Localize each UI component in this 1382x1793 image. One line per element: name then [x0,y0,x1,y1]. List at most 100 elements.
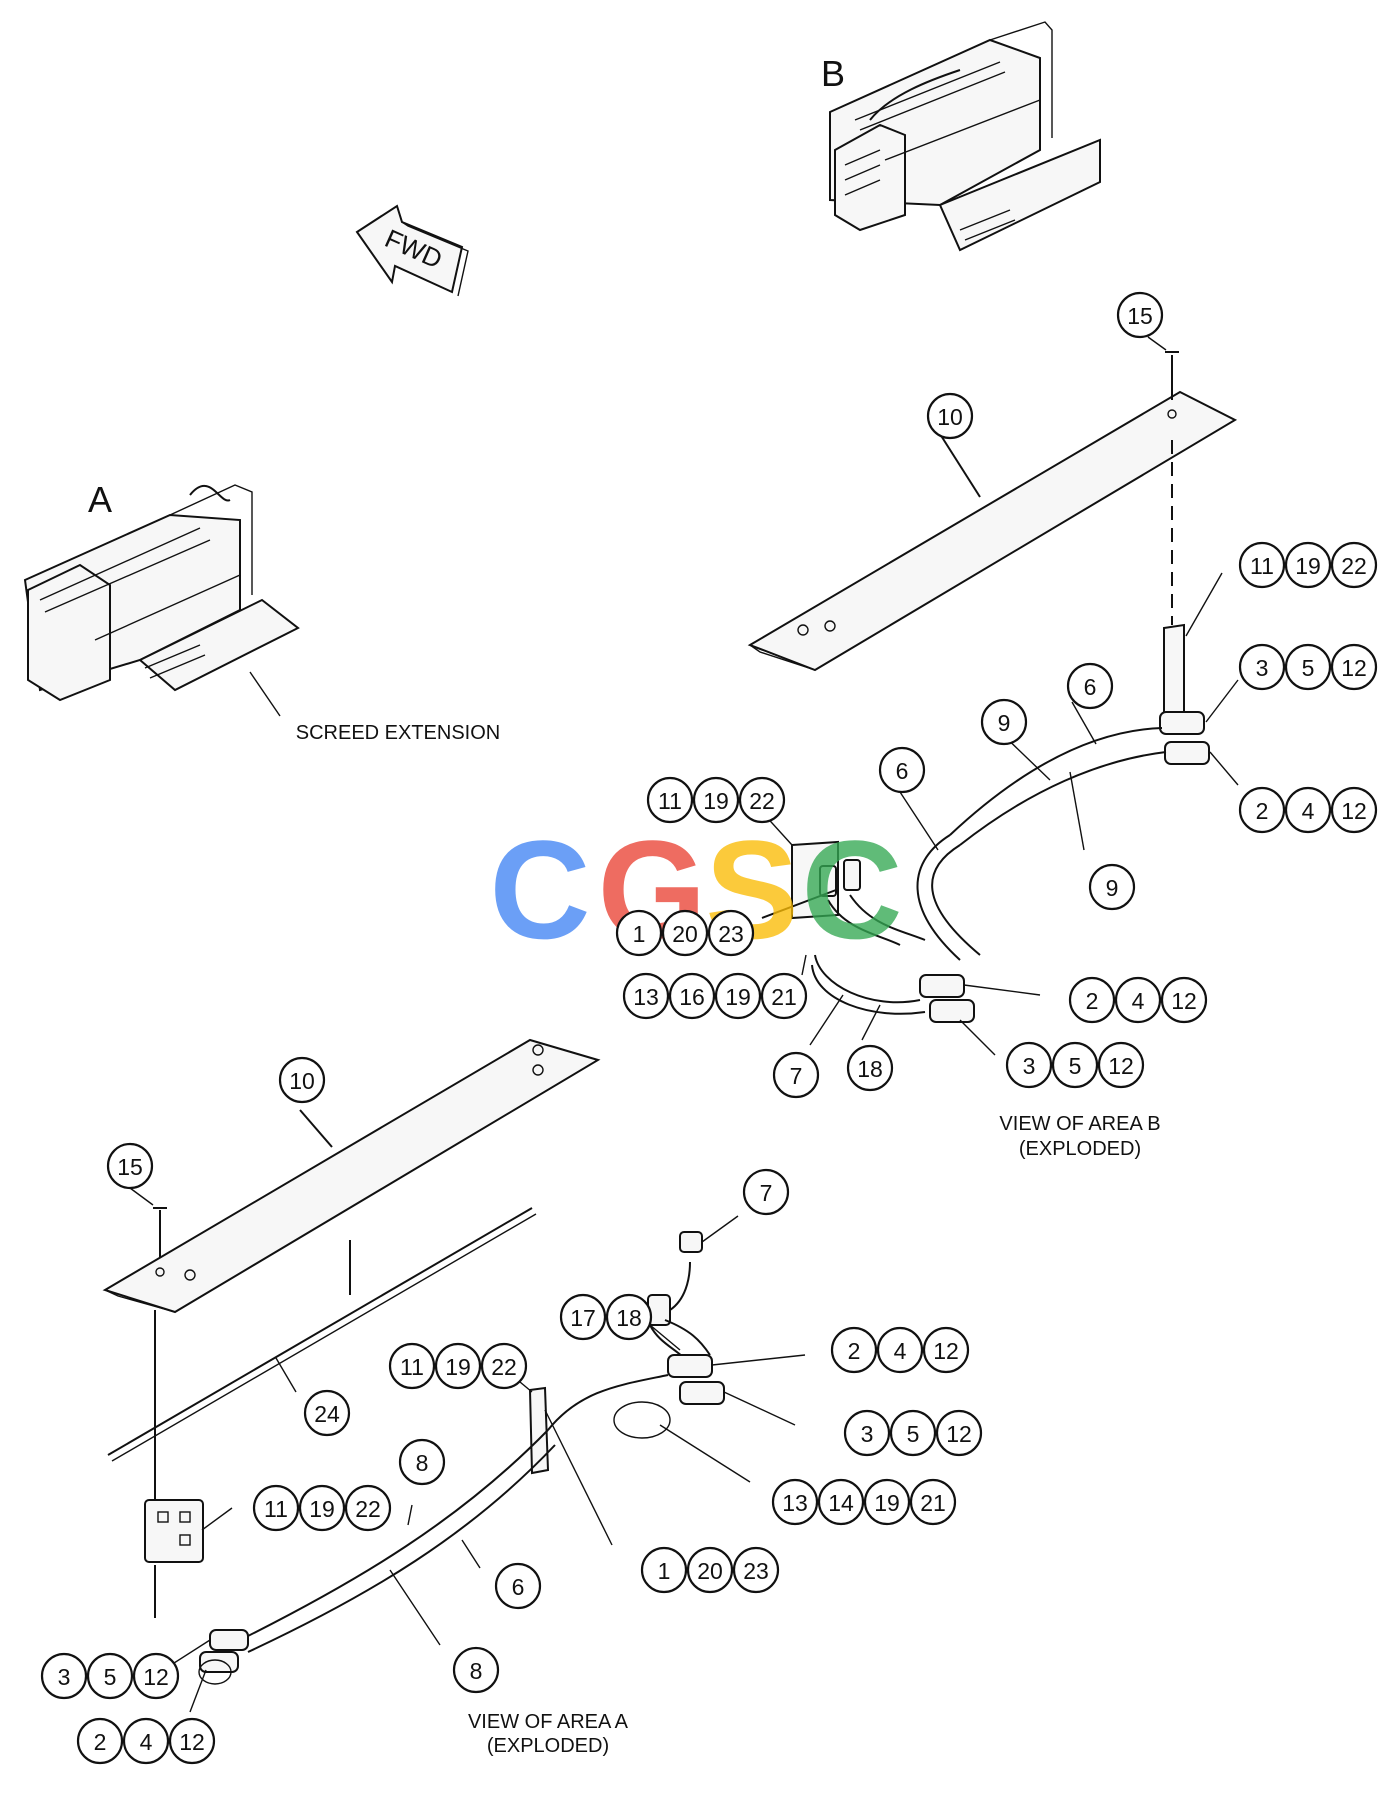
callout-circle [252,1484,300,1532]
callout-a-7: 7 [742,1168,790,1216]
callout-circle [40,1652,88,1700]
part-number: 2 [94,1729,107,1755]
view-a-caption-line2: (EXPLODED) [487,1735,609,1757]
callout-circle [1114,976,1162,1024]
part-number: 10 [937,404,963,430]
callout-circle [278,1056,326,1104]
callout-circle [1330,786,1378,834]
callout-circle [494,1562,542,1610]
part-number: 22 [355,1496,381,1522]
callout-circle [452,1646,500,1694]
callout-circle [692,776,740,824]
part-number: 1 [633,921,646,947]
callout-circle [1097,1041,1145,1089]
part-number: 1 [658,1558,671,1584]
callout-circle [830,1326,878,1374]
callout-circle [559,1293,607,1341]
callout-b-6-left: 6 [878,746,926,794]
view-a-exploded: VIEW OF AREA A (EXPLODED) [102,1038,806,1757]
part-number: 8 [470,1658,483,1684]
callout-b-9-lower: 9 [1088,863,1136,911]
callout-circle [1051,1041,1099,1089]
callout-circle [846,1044,894,1092]
part-number: 19 [445,1354,471,1380]
callout-circle [922,1326,970,1374]
callout-circle [1238,786,1286,834]
part-number: 5 [907,1421,920,1447]
callout-circle [1330,541,1378,589]
part-number: 12 [933,1338,959,1364]
part-number: 20 [697,1558,723,1584]
part-number: 12 [1341,798,1367,824]
part-number: 8 [416,1450,429,1476]
part-number: 21 [920,1490,946,1516]
callout-circle [1238,643,1286,691]
machine-thumbnail-a: A SCREED EXTENSION [23,479,500,744]
callout-circle [878,746,926,794]
part-number: 19 [703,788,729,814]
part-number: 23 [718,921,744,947]
callout-a-6: 6 [494,1562,542,1610]
cgsc-watermark: C G S C [489,811,902,968]
callout-circle [714,972,762,1020]
part-number: 22 [749,788,775,814]
part-number: 24 [314,1401,340,1427]
callout-b-18: 18 [846,1044,894,1092]
callout-circle [760,972,808,1020]
callout-circle [480,1342,528,1390]
machine-thumbnail-b: B [821,21,1101,252]
callout-circle [86,1652,134,1700]
part-number: 11 [264,1496,288,1522]
callout-circle [122,1717,170,1765]
callout-b-7: 7 [772,1051,820,1099]
callout-circle [909,1478,957,1526]
view-b-caption-line2: (EXPLODED) [1019,1138,1141,1160]
callout-circle [876,1326,924,1374]
view-a-letter: A [88,479,112,520]
part-number: 2 [1256,798,1269,824]
part-number: 21 [771,984,797,1010]
part-number: 12 [179,1729,205,1755]
callout-circle [344,1484,392,1532]
callout-circle [935,1409,983,1457]
callout-circle [889,1409,937,1457]
part-number: 5 [1302,655,1315,681]
callout-circle [106,1142,154,1190]
callout-circle [398,1438,446,1486]
part-number: 23 [743,1558,769,1584]
callout-circle [668,972,716,1020]
callout-a-24: 24 [303,1389,351,1437]
callout-circle [388,1342,436,1390]
callout-circle [1330,643,1378,691]
watermark-letter-1: C [489,811,590,968]
part-number: 19 [1295,553,1321,579]
part-number: 4 [1132,988,1145,1014]
callout-circle [298,1484,346,1532]
callout-circle [771,1478,819,1526]
forward-arrow-icon: FWD [355,204,469,297]
callout-circle [686,1546,734,1594]
part-number: 5 [1069,1053,1082,1079]
callout-circle [742,1168,790,1216]
callout-a-8-lower: 8 [452,1646,500,1694]
part-number: 10 [289,1068,315,1094]
callout-circle [303,1389,351,1437]
view-b-letter: B [821,53,845,94]
part-number: 18 [616,1305,642,1331]
part-number: 3 [58,1664,71,1690]
part-number: 3 [861,1421,874,1447]
view-b-exploded: VIEW OF AREA B (EXPLODED) [747,336,1239,1160]
